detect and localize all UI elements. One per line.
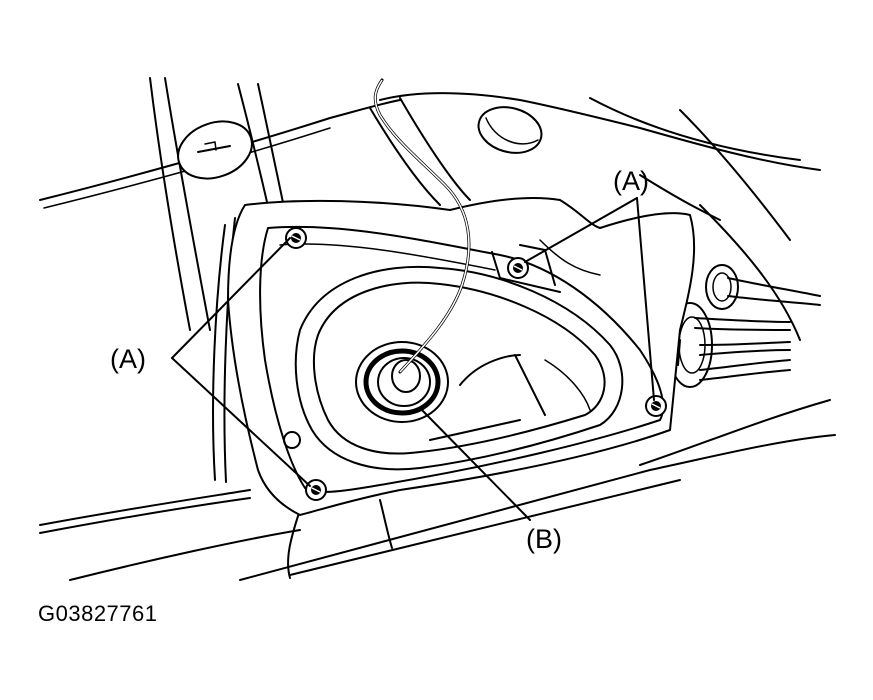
screw-upper-left (285, 227, 307, 249)
speaker-center-cap (355, 341, 449, 423)
screw-lower-left (305, 479, 327, 501)
callout-a-right: (A) (613, 166, 649, 196)
door-panel-structure (39, 77, 836, 581)
upper-clip (177, 120, 253, 180)
locating-hole (283, 431, 301, 449)
speaker-lead-wire (373, 78, 471, 374)
figure-code: G03827761 (38, 601, 158, 626)
screw-lower-right (645, 395, 667, 417)
speaker-unit (294, 265, 624, 471)
screw-upper-right (507, 257, 529, 279)
wire-harness (657, 264, 821, 388)
callout-b: (B) (526, 524, 562, 554)
service-hole (477, 106, 543, 154)
callout-a-left: (A) (110, 344, 146, 374)
leader-lines (171, 197, 655, 521)
